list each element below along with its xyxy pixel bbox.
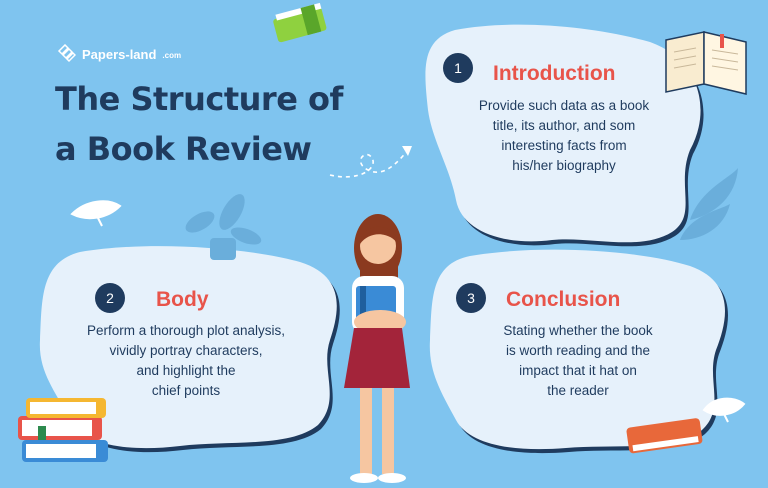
- section-text-line: Provide such data as a book: [478, 98, 650, 113]
- green-book-icon: [273, 2, 327, 43]
- section-number-2: 2: [95, 283, 125, 313]
- page-title-line-2: a Book Review: [55, 130, 312, 168]
- bubble-conclusion: [429, 249, 725, 450]
- section-text-line: title, its author, and som: [492, 118, 636, 133]
- section-text-line: Stating whether the book: [503, 323, 653, 338]
- section-text-line: impact that it hat on: [519, 363, 637, 378]
- section-heading-conclusion: Conclusion: [506, 288, 621, 311]
- red-book-icon: [626, 418, 703, 454]
- girl-illustration: [344, 214, 410, 483]
- brand-name: Papers-land: [82, 46, 157, 62]
- section-text-line: chief points: [151, 383, 221, 398]
- section-text-line: Perform a thorough plot analysis,: [86, 323, 286, 338]
- dashed-arrow: [329, 149, 409, 178]
- leaf-decoration: [680, 168, 738, 240]
- section-text-line: is worth reading and the: [505, 343, 651, 358]
- brand-logo[interactable]: Papers-land .com: [56, 44, 181, 64]
- section-text-line: the reader: [547, 383, 609, 398]
- white-leaf-right: [702, 397, 746, 423]
- dashed-arrow-head: [402, 146, 412, 156]
- section-text-line: and highlight the: [136, 363, 236, 378]
- section-text-conclusion: Stating whether the book is worth readin…: [460, 321, 696, 401]
- section-text-line: vividly portray characters,: [109, 343, 263, 358]
- section-text-line: interesting facts from: [501, 138, 627, 153]
- white-leaf-left: [70, 200, 122, 227]
- bubble-introduction: [425, 24, 701, 243]
- page-title: The Structure of a Book Review: [55, 74, 385, 174]
- page-title-line-1: The Structure of: [55, 80, 343, 118]
- section-number-3: 3: [456, 283, 486, 313]
- section-heading-body: Body: [156, 288, 209, 311]
- section-text-line: his/her biography: [512, 158, 616, 173]
- section-text-introduction: Provide such data as a book title, its a…: [450, 96, 678, 176]
- section-heading-introduction: Introduction: [493, 62, 616, 85]
- section-text-body: Perform a thorough plot analysis, vividl…: [60, 321, 312, 401]
- plant-silhouette: [185, 194, 262, 260]
- brand-logo-icon: [57, 44, 76, 63]
- section-number-1: 1: [443, 53, 473, 83]
- brand-tld: .com: [162, 51, 182, 60]
- open-book-icon: [665, 31, 747, 95]
- book-stack-icon: [18, 398, 108, 462]
